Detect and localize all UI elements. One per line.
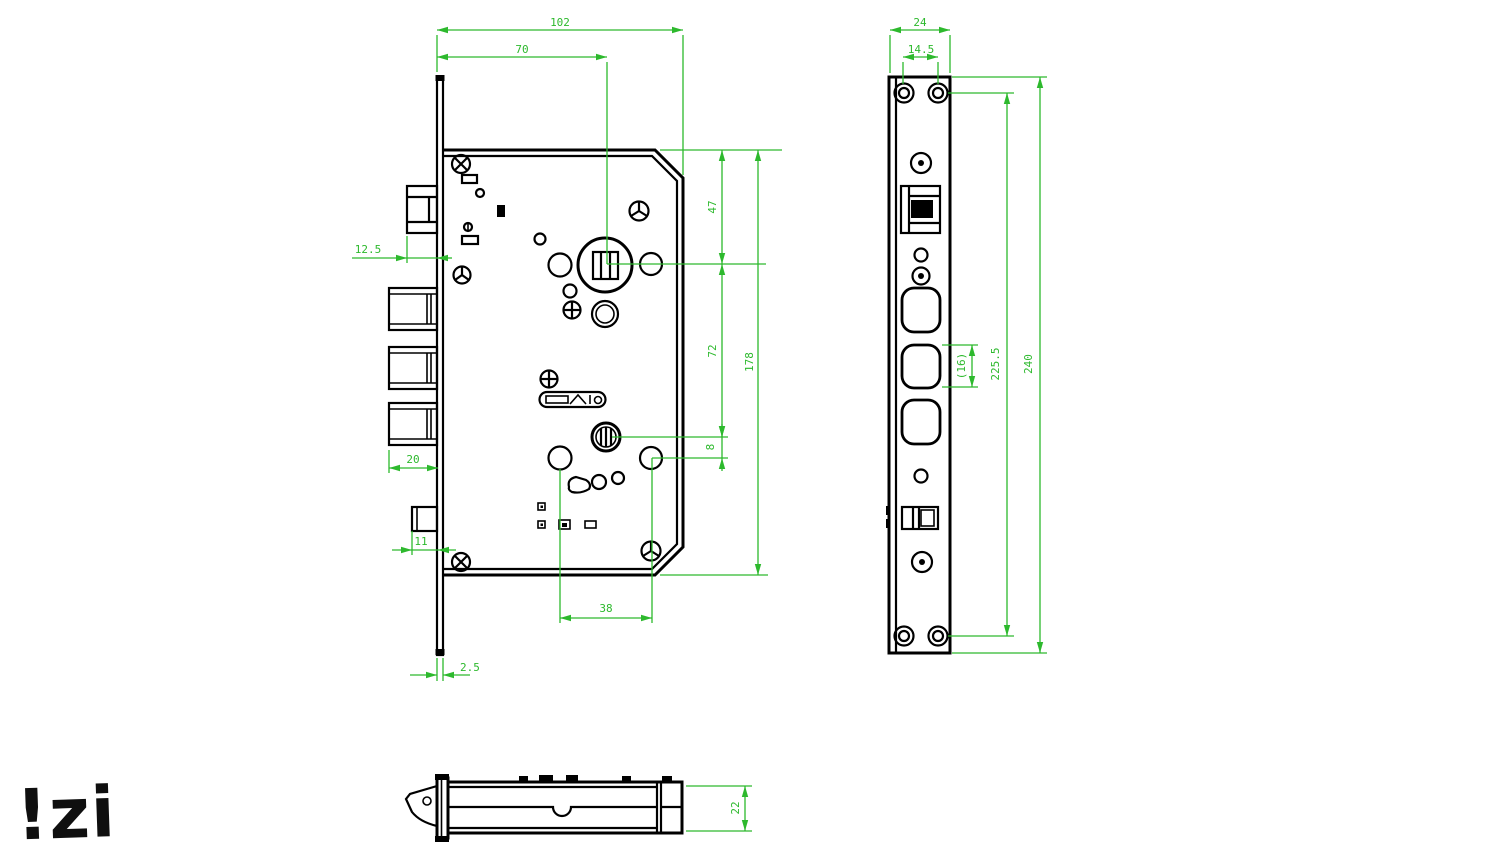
- top-dimensions: 22: [686, 785, 752, 832]
- screw-center-icon: [562, 300, 582, 320]
- dim-faceplate-thickness: 2.5: [460, 661, 480, 674]
- brand-logo: !zi: [15, 771, 117, 856]
- top-view: 22: [404, 774, 752, 842]
- dim-total-width: 102: [550, 16, 570, 29]
- dim-aux-projection: 11: [414, 535, 427, 548]
- dim-spindle-to-cylinder: 72: [706, 344, 719, 357]
- spindle-hub: [576, 236, 634, 294]
- dim-screw-centers: 225.5: [989, 347, 1002, 380]
- top-latch-wedge: [404, 784, 439, 828]
- screw-hole-top-right: [927, 82, 949, 104]
- small-hole-lower: [913, 468, 929, 484]
- latch-opening: [899, 184, 942, 235]
- mounting-hole-bottom-left: [547, 445, 573, 471]
- dim-deadbolt-projection: 20: [406, 453, 419, 466]
- lever-slot: [538, 390, 607, 409]
- dim-body-depth: 22: [729, 801, 742, 814]
- dim-hole-spacing: 38: [599, 602, 612, 615]
- front-dimensions: 102 70 12.5 47 72 8 178 20 11 38 2.5: [352, 16, 782, 681]
- faceplate-outline: [887, 75, 952, 655]
- latch-bolt-front: [405, 184, 439, 235]
- dim-bolt-hole-height: (16): [955, 353, 968, 380]
- deadbolt-front-3: [387, 401, 439, 447]
- screw-hole-bottom-right: [927, 625, 949, 647]
- front-view: 102 70 12.5 47 72 8 178 20 11 38 2.5: [352, 16, 782, 681]
- top-body: [446, 775, 684, 835]
- aux-bolt-front: [410, 505, 439, 533]
- lower-small-parts: [537, 470, 626, 530]
- dim-top-to-spindle: 47: [706, 200, 719, 213]
- mechanism-small-parts: [460, 173, 620, 329]
- dim-plate-height: 240: [1022, 354, 1035, 374]
- dim-body-height: 178: [743, 352, 756, 372]
- aux-opening: [886, 505, 940, 531]
- screw-upper-right-spoke-icon: [628, 200, 650, 222]
- lock-body-outline: [443, 148, 685, 577]
- screw-hole-bottom-left: [893, 625, 915, 647]
- deadbolt-front-1: [387, 286, 439, 332]
- dim-backset: 70: [515, 43, 528, 56]
- deadbolt-opening-3: [900, 398, 942, 446]
- small-hole: [913, 247, 929, 263]
- dim-cylinder-to-hole: 8: [704, 444, 717, 451]
- deadbolt-front-2: [387, 345, 439, 391]
- screw-bottom-left-icon: [450, 551, 472, 573]
- dim-screw-offset: 14.5: [908, 43, 935, 56]
- screw-bottom-right-spoke-icon: [640, 540, 662, 562]
- faceplate-view: 24 14.5 (16) 225.5 240: [886, 16, 1047, 655]
- pin-hole-mid: [911, 266, 931, 286]
- pin-hole-lower: [910, 550, 934, 574]
- faceplate-dimensions: 24 14.5 (16) 225.5 240: [889, 16, 1047, 654]
- dim-latch-projection: 12.5: [355, 243, 382, 256]
- dim-plate-width: 24: [913, 16, 927, 29]
- pin-hole-upper: [909, 151, 933, 175]
- screw-hole-top-left: [893, 82, 915, 104]
- screw-mid-icon: [539, 369, 559, 389]
- deadbolt-opening-2: [900, 343, 942, 390]
- screw-left-spoke-icon: [452, 265, 472, 285]
- screw-top-left-icon: [450, 153, 472, 175]
- deadbolt-opening-1: [900, 286, 942, 334]
- mounting-hole-top-left: [547, 252, 573, 278]
